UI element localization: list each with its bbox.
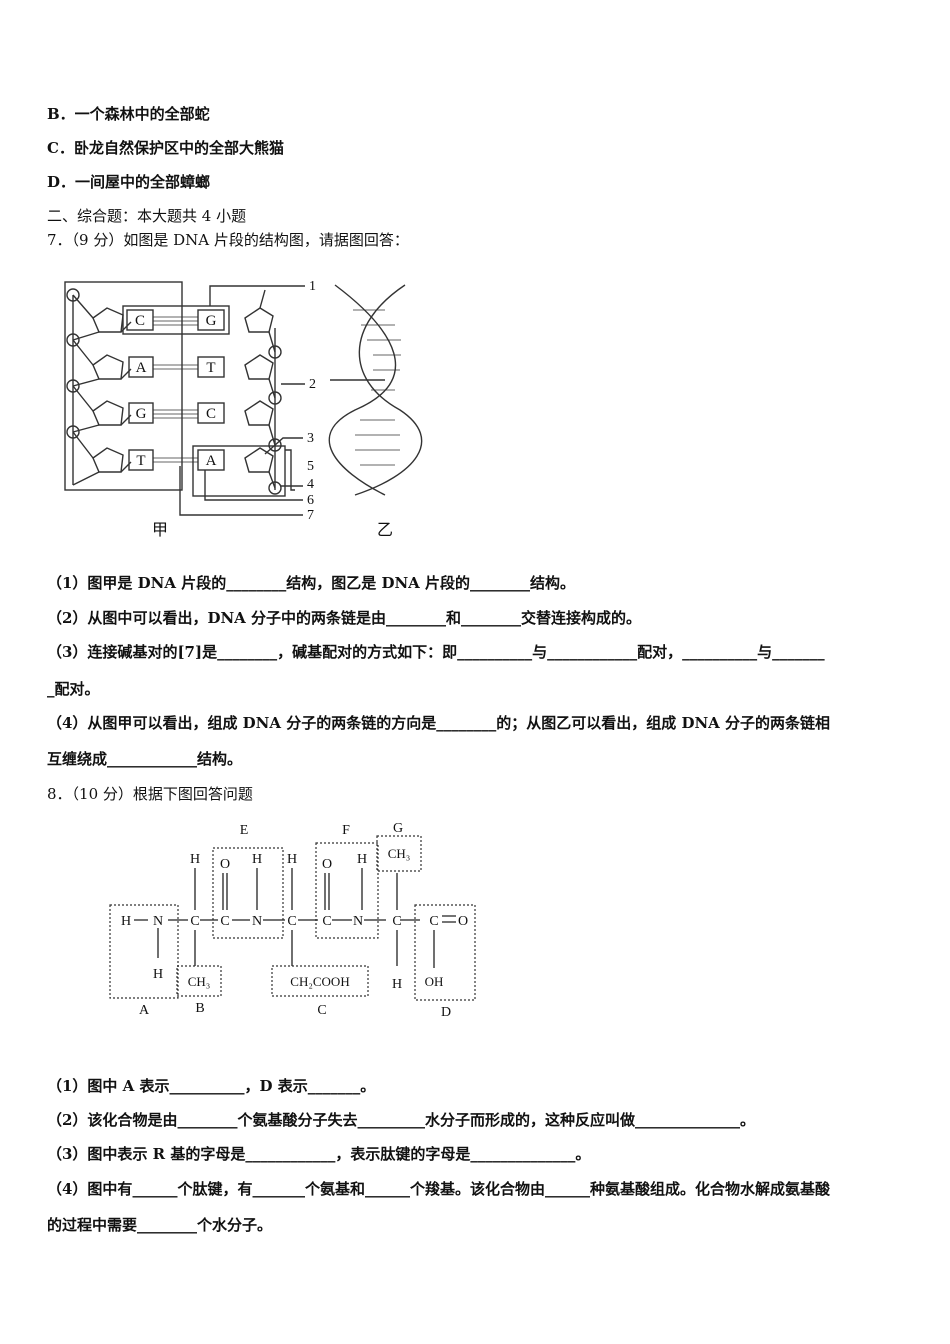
base-right-3: C [206, 406, 216, 422]
callout-4: 4 [307, 477, 314, 492]
svg-text:H: H [287, 852, 297, 867]
svg-text:N: N [153, 914, 163, 929]
svg-text:H: H [153, 967, 163, 982]
svg-text:O: O [322, 857, 332, 872]
svg-text:C: C [220, 914, 229, 929]
base-right-4: A [206, 453, 217, 469]
base-right-2: T [206, 360, 215, 376]
base-left-4: T [136, 453, 145, 469]
q7-sub4b: 互缠绕成____________结构。 [47, 750, 243, 768]
svg-text:O: O [220, 857, 230, 872]
callout-1: 1 [309, 279, 316, 294]
label-yi: 乙 [377, 522, 393, 539]
callout-3: 3 [307, 431, 314, 446]
option-c: C．卧龙自然保护区中的全部大熊猫 [47, 139, 284, 157]
label-c: C [317, 1003, 326, 1018]
svg-text:C: C [322, 914, 331, 929]
svg-text:C: C [190, 914, 199, 929]
svg-text:C: C [392, 914, 401, 929]
option-b: B．一个森林中的全部蛇 [47, 105, 210, 123]
q7-sub4a: （4）从图甲可以看出，组成 DNA 分子的两条链的方向是________的；从图… [47, 714, 831, 732]
callout-5: 5 [307, 459, 314, 474]
base-left-1: C [135, 313, 145, 329]
q8-sub4a: （4）图中有______个肽键，有_______个氨基和______个羧基。该化… [47, 1180, 830, 1198]
callout-2: 2 [309, 377, 316, 392]
label-g: G [393, 821, 403, 836]
q8-sub4b: 的过程中需要________个水分子。 [47, 1216, 273, 1234]
svg-text:H: H [357, 852, 367, 867]
callout-7: 7 [307, 508, 314, 523]
base-left-3: G [136, 406, 147, 422]
svg-text:H: H [392, 977, 402, 992]
base-left-2: A [136, 360, 147, 376]
q8-sub1: （1）图中 A 表示__________，D 表示_______。 [47, 1077, 376, 1095]
svg-text:N: N [252, 914, 262, 929]
group-oh-d: OH [425, 974, 444, 989]
label-a: A [139, 1003, 150, 1018]
svg-text:C: C [287, 914, 296, 929]
svg-text:H: H [121, 914, 131, 929]
q8-stem: 8．（10 分）根据下图回答问题 [47, 785, 253, 803]
q7-stem: 7．（9 分）如图是 DNA 片段的结构图，请据图回答： [47, 231, 409, 249]
label-d: D [441, 1005, 451, 1020]
q7-sub3b: _配对。 [47, 680, 100, 698]
label-jia: 甲 [152, 522, 168, 539]
base-right-1: G [206, 313, 217, 329]
option-d: D．一间屋中的全部蟑螂 [47, 173, 211, 191]
group-ch3-g: CH₃ [388, 846, 411, 861]
svg-text:N: N [353, 914, 363, 929]
q8-sub2: （2）该化合物是由________个氨基酸分子失去_________水分子而形成… [47, 1111, 755, 1129]
dna-structure-figure: C A G T G T C A 1 2 3 5 4 6 7 甲 乙 [64, 279, 423, 539]
section-title: 二、综合题：本大题共 4 小题 [47, 207, 247, 225]
q7-sub2: （2）从图中可以看出，DNA 分子中的两条链是由________和_______… [47, 609, 642, 627]
q8-sub3: （3）图中表示 R 基的字母是____________，表示肽键的字母是____… [47, 1145, 591, 1163]
peptide-structure-figure: E F G A B C D H N H H C O H C N H C O H … [109, 821, 476, 1020]
svg-text:O: O [458, 914, 468, 929]
label-e: E [240, 823, 249, 838]
svg-text:H: H [252, 852, 262, 867]
q7-sub1: （1）图甲是 DNA 片段的________结构，图乙是 DNA 片段的____… [47, 574, 576, 592]
label-f: F [342, 823, 350, 838]
svg-text:H: H [190, 852, 200, 867]
group-ch2cooh-c: CH₂COOH [290, 974, 349, 989]
svg-text:C: C [429, 914, 438, 929]
q7-sub3a: （3）连接碱基对的[7]是________，碱基配对的方式如下：即_______… [47, 643, 825, 661]
callout-6: 6 [307, 493, 314, 508]
group-ch3-b: CH₃ [188, 974, 211, 989]
label-b: B [195, 1001, 204, 1016]
